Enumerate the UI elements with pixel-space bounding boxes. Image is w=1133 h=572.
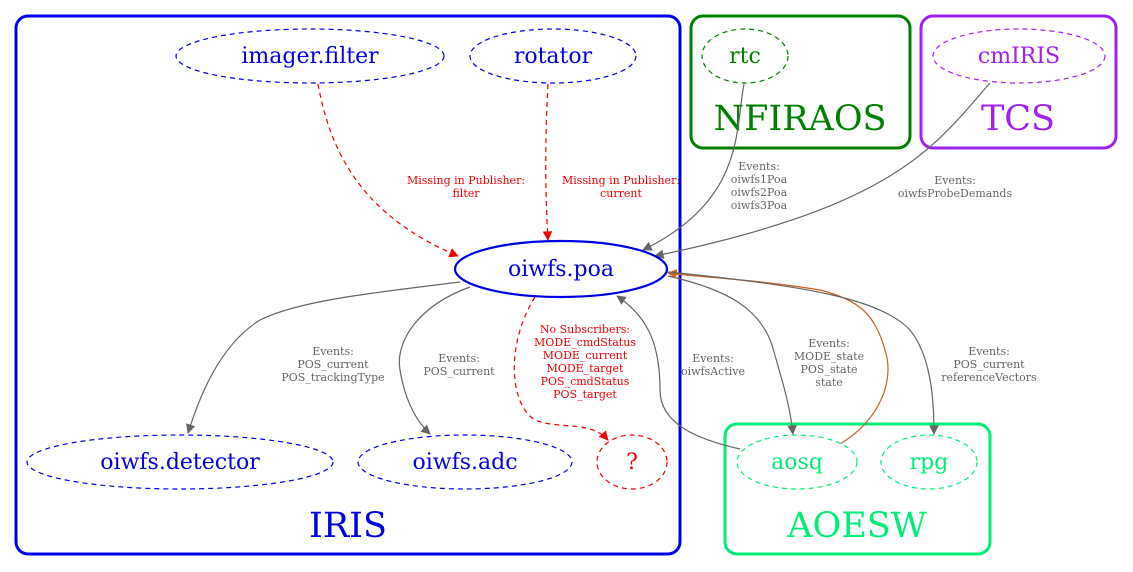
edge-label-line: POS_current [423, 365, 495, 378]
edge-label-line: POS_trackingType [281, 371, 384, 384]
node-oiwfs-adc-label: oiwfs.adc [412, 450, 517, 475]
edge-label-line: POS_current [297, 358, 369, 371]
node-rotator-label: rotator [514, 44, 593, 69]
node-oiwfs-adc[interactable]: oiwfs.adc [357, 434, 573, 490]
edge-filter-to-poa [317, 83, 459, 258]
edge-poa-to-detector [186, 281, 461, 434]
node-unknown[interactable]: ? [596, 434, 668, 490]
edges [186, 82, 991, 450]
cluster-aoesw: AOESW [723, 422, 992, 556]
node-aosq-label: aosq [771, 450, 823, 475]
node-cmiris[interactable]: cmIRIS [932, 28, 1106, 84]
edge-poa-to-aosq [667, 275, 797, 435]
edge-label-line: Events: [808, 337, 850, 350]
edge-label-line: MODE_target [547, 362, 624, 375]
edge-rotator-to-poa [542, 83, 553, 241]
edge-label-line: POS_state [800, 363, 857, 376]
edge-labels: Missing in Publisher:filter Missing in P… [281, 160, 1037, 401]
edge-label-line: Missing in Publisher: [562, 174, 680, 187]
edge-label-line: Events: [934, 174, 976, 187]
cluster-iris-label: IRIS [309, 506, 387, 546]
edge-label-line: Events: [438, 352, 480, 365]
cluster-nfiraos: NFIRAOS [689, 14, 912, 150]
node-oiwfs-detector-label: oiwfs.detector [100, 450, 260, 475]
node-rotator[interactable]: rotator [469, 28, 637, 84]
edge-rtc-to-poa [642, 83, 745, 251]
edge-label-line: oiwfs1Poa [731, 173, 788, 186]
node-oiwfs-poa[interactable]: oiwfs.poa [453, 239, 669, 299]
cluster-aoesw-label: AOESW [786, 506, 926, 546]
edge-poa-to-unknown [513, 296, 609, 441]
edge-cmiris-to-poa [654, 82, 991, 259]
edge-label-line: MODE_cmdStatus [534, 336, 636, 349]
node-aosq[interactable]: aosq [736, 434, 858, 490]
label-filter-missing: Missing in Publisher:filter [407, 174, 525, 200]
edge-label-line: Events: [692, 352, 734, 365]
edge-aosq-to-poa [616, 295, 741, 450]
cluster-iris: IRIS [14, 14, 682, 556]
edge-poa-to-adc [398, 286, 471, 435]
edge-label-line: state [815, 376, 843, 389]
edge-label-line: POS_current [953, 358, 1025, 371]
edge-label-line: oiwfs2Poa [731, 186, 788, 199]
node-unknown-label: ? [626, 450, 638, 475]
node-rtc-label: rtc [729, 44, 761, 69]
edge-label-line: filter [452, 187, 480, 200]
edge-label-line: oiwfsActive [681, 365, 745, 378]
node-imager-filter[interactable]: imager.filter [175, 28, 445, 84]
node-rpg[interactable]: rpg [880, 434, 978, 490]
node-cmiris-label: cmIRIS [978, 44, 1060, 69]
edge-poa-to-rpg [667, 271, 939, 435]
edge-label-line: Events: [738, 160, 780, 173]
cluster-tcs: TCS [919, 14, 1118, 150]
node-rtc[interactable]: rtc [701, 28, 789, 84]
cluster-tcs-label: TCS [981, 99, 1055, 139]
edge-label-line: Events: [312, 345, 354, 358]
edge-label-line: referenceVectors [941, 371, 1037, 384]
edge-label-line: Missing in Publisher: [407, 174, 525, 187]
edge-label-line: MODE_state [794, 350, 864, 363]
edge-label-line: No Subscribers: [540, 323, 630, 336]
edge-label-line: POS_cmdStatus [541, 375, 630, 388]
node-rpg-label: rpg [910, 450, 949, 475]
cluster-nfiraos-label: NFIRAOS [713, 99, 886, 139]
node-oiwfs-poa-label: oiwfs.poa [508, 257, 614, 282]
edge-label-line: oiwfs3Poa [731, 199, 788, 212]
edge-label-line: current [600, 187, 642, 200]
label-rotator-missing: Missing in Publisher:current [562, 174, 680, 200]
node-oiwfs-detector[interactable]: oiwfs.detector [26, 434, 334, 490]
edge-label-line: oiwfsProbeDemands [898, 187, 1013, 200]
node-imager-filter-label: imager.filter [241, 44, 379, 69]
edge-label-line: MODE_current [543, 349, 628, 362]
edge-label-line: POS_target [553, 388, 617, 401]
label-aosq-to-poa: Events:oiwfsActive [681, 352, 745, 378]
label-adc-events: Events:POS_current [423, 352, 495, 378]
edge-label-line: Events: [968, 345, 1010, 358]
label-cmiris-events: Events:oiwfsProbeDemands [898, 174, 1013, 200]
